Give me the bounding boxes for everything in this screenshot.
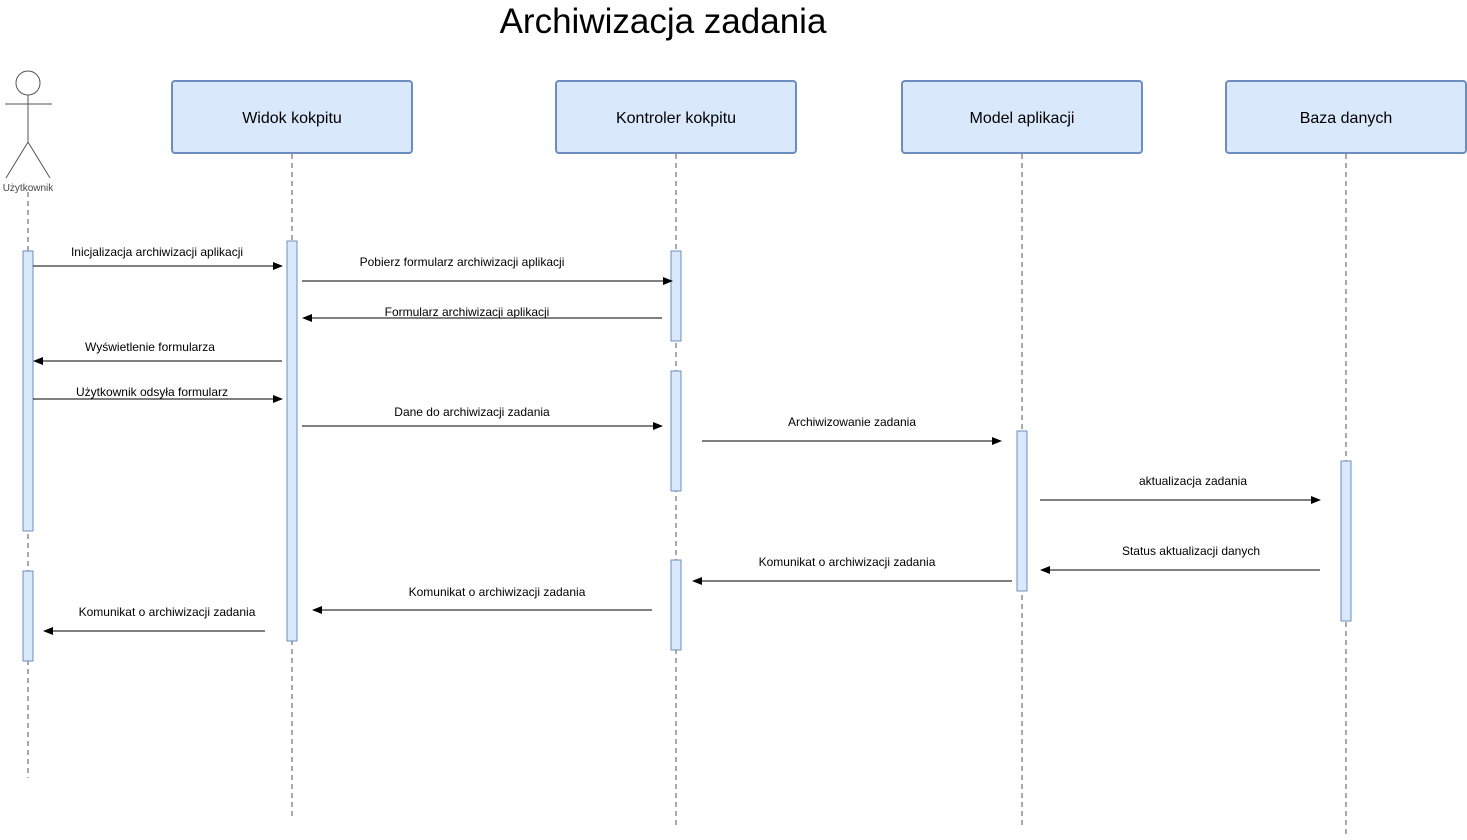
activation-bar: [22, 570, 34, 662]
participant-db[interactable]: Baza danych: [1225, 80, 1467, 154]
activation-bar: [22, 250, 34, 532]
actor-user: [5, 70, 52, 179]
message-label: aktualizacja zadania: [1139, 474, 1247, 488]
actor-leg-right: [27, 141, 51, 179]
activation-bar: [670, 250, 682, 342]
participant-model[interactable]: Model aplikacji: [901, 80, 1143, 154]
message-labels: Inicjalizacja archiwizacji aplikacji Pob…: [71, 245, 1260, 619]
activation-bars: [22, 240, 1352, 662]
activation-bar: [286, 240, 298, 642]
activation-bar: [670, 370, 682, 492]
diagram-title: Archiwizacja zadania: [500, 2, 827, 41]
participant-label: Kontroler kokpitu: [616, 110, 736, 127]
participant-label: Baza danych: [1300, 110, 1393, 127]
activation-bar: [1016, 430, 1028, 592]
message-label: Formularz archiwizacji aplikacji: [385, 305, 550, 319]
message-label: Status aktualizacji danych: [1122, 544, 1260, 558]
participant-controller[interactable]: Kontroler kokpitu: [555, 80, 797, 154]
actor-head-icon: [15, 70, 41, 96]
message-label: Dane do archiwizacji zadania: [394, 405, 550, 419]
participant-box[interactable]: [1225, 80, 1467, 154]
participant-view[interactable]: Widok kokpitu: [171, 80, 413, 154]
message-label: Komunikat o archiwizacji zadania: [759, 555, 936, 569]
participant-label: Widok kokpitu: [242, 110, 342, 127]
message-label: Pobierz formularz archiwizacji aplikacji: [360, 255, 565, 269]
activation-bar: [1340, 460, 1352, 622]
message-label: Wyświetlenie formularza: [85, 340, 215, 354]
message-label: Inicjalizacja archiwizacji aplikacji: [71, 245, 243, 259]
participant-box[interactable]: [555, 80, 797, 154]
message-label: Komunikat o archiwizacji zadania: [79, 605, 256, 619]
message-label: Użytkownik odsyła formularz: [76, 385, 228, 399]
actor-label: Użytkownik: [3, 183, 55, 194]
messages: [33, 262, 1321, 635]
activation-bar: [670, 559, 682, 651]
participant-box[interactable]: [171, 80, 413, 154]
participant-label: Model aplikacji: [970, 110, 1075, 127]
message-label: Komunikat o archiwizacji zadania: [409, 585, 586, 599]
message-label: Archiwizowanie zadania: [788, 415, 916, 429]
participant-box[interactable]: [901, 80, 1143, 154]
actor-leg-left: [5, 141, 29, 179]
